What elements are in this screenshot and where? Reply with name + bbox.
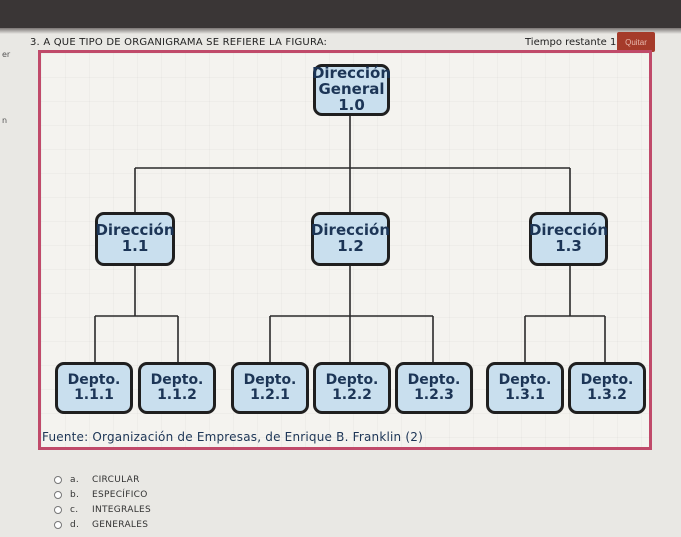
org-box-line1: Depto.: [407, 372, 461, 389]
org-box-line1: Dirección: [310, 221, 391, 240]
browser-top-bar: [0, 0, 681, 28]
org-box-dept-1-2-2: Depto. 1.2.2: [313, 362, 391, 414]
org-box-line2: 1.1: [121, 237, 149, 255]
org-box-dept-1-1-1: Depto. 1.1.1: [55, 362, 133, 414]
option-letter: a.: [70, 475, 79, 485]
org-box-line2: 1.3: [555, 237, 582, 255]
quit-button[interactable]: Quitar: [617, 32, 655, 52]
org-box-dept-1-3-1: Depto. 1.3.1: [486, 362, 564, 414]
org-box-line2: 1.2.1: [250, 387, 290, 403]
org-box-line1: Depto.: [325, 372, 379, 389]
org-box-direction-1-3: Dirección 1.3: [529, 212, 608, 266]
timer-label: Tiempo restante: [525, 37, 607, 48]
org-box-general-direction: Dirección General 1.0: [311, 64, 392, 116]
org-box-line1: Depto.: [580, 372, 634, 389]
org-box-line1: Dirección: [528, 221, 609, 240]
option-text: GENERALES: [92, 520, 149, 530]
radio-button[interactable]: [54, 506, 62, 514]
org-box-line2: 1.3.1: [505, 387, 545, 403]
option-text: INTEGRALES: [92, 505, 152, 515]
figure-source-caption: Fuente: Organización de Empresas, de Enr…: [42, 430, 423, 444]
option-letter: b.: [70, 490, 80, 500]
org-box-dept-1-2-1: Depto. 1.2.1: [231, 362, 309, 414]
org-box-line1: Dirección: [95, 221, 175, 240]
org-box-line2: 1.2.3: [414, 387, 454, 403]
org-box-direction-1-2: Dirección 1.2: [311, 212, 390, 266]
org-box-line2: General 1.0: [318, 80, 385, 114]
option-letter: d.: [70, 520, 80, 530]
org-box-line2: 1.1.2: [157, 387, 197, 403]
org-box-dept-1-2-3: Depto. 1.2.3: [395, 362, 473, 414]
org-box-dept-1-1-2: Depto. 1.1.2: [138, 362, 216, 414]
question-title: 3. A QUE TIPO DE ORGANIGRAMA SE REFIERE …: [30, 37, 328, 48]
answer-option-c[interactable]: c. INTEGRALES: [54, 505, 151, 515]
radio-button[interactable]: [54, 476, 62, 484]
option-letter: c.: [70, 505, 79, 515]
org-box-line1: Depto.: [67, 372, 121, 389]
org-box-direction-1-1: Dirección 1.1: [95, 212, 175, 266]
option-text: ESPECÍFICO: [92, 490, 148, 500]
org-box-line2: 1.1.1: [74, 387, 114, 403]
org-box-line1: Depto.: [498, 372, 552, 389]
answer-option-b[interactable]: b. ESPECÍFICO: [54, 490, 148, 500]
side-text-fragment: er: [2, 50, 11, 59]
org-box-line2: 1.2.2: [332, 387, 372, 403]
org-box-line1: Depto.: [150, 372, 204, 389]
radio-button[interactable]: [54, 521, 62, 529]
answer-option-a[interactable]: a. CIRCULAR: [54, 475, 140, 485]
org-box-dept-1-3-2: Depto. 1.3.2: [568, 362, 646, 414]
org-box-line1: Dirección: [311, 64, 392, 83]
side-text-fragment: n: [2, 116, 8, 125]
answer-option-d[interactable]: d. GENERALES: [54, 520, 148, 530]
org-box-line1: Depto.: [243, 372, 297, 389]
org-box-line2: 1.2: [337, 237, 364, 255]
option-text: CIRCULAR: [92, 475, 140, 485]
radio-button[interactable]: [54, 491, 62, 499]
org-box-line2: 1.3.2: [587, 387, 627, 403]
top-bar-shadow: [0, 28, 681, 34]
